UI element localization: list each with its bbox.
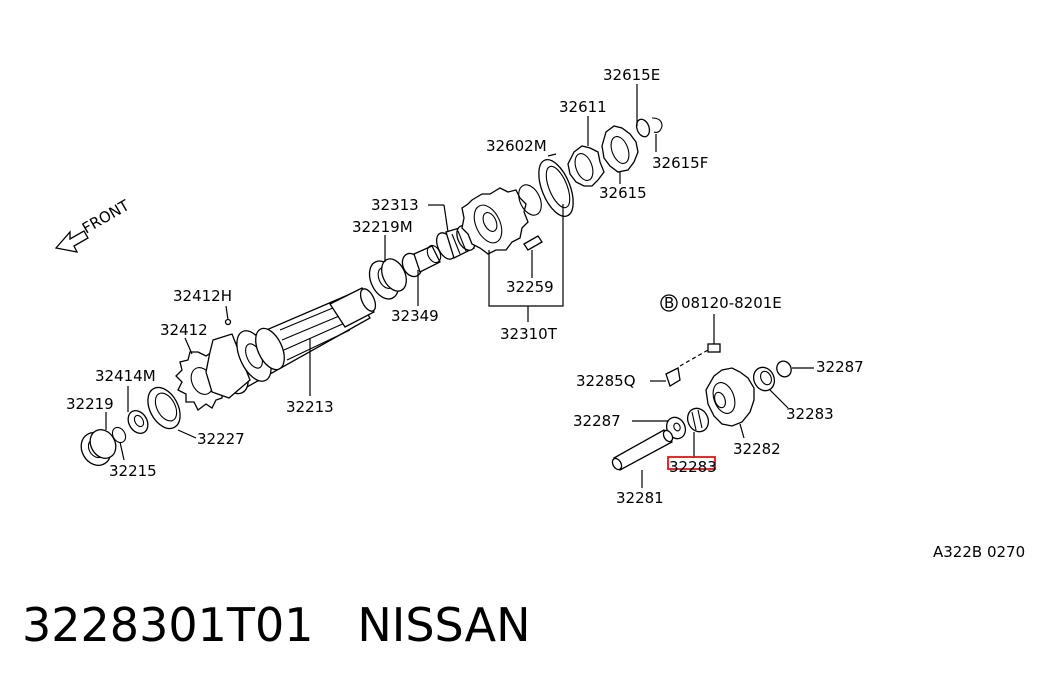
label-32283-left: 32283: [669, 458, 717, 476]
label-32615F: 32615F: [652, 154, 708, 172]
label-32213: 32213: [286, 398, 334, 416]
label-32310T: 32310T: [500, 325, 558, 343]
part-32219M-bearing: [368, 258, 407, 300]
label-32287-right: 32287: [816, 358, 864, 376]
part-32349-spacer: [401, 244, 442, 278]
part-32310T-gear: [461, 184, 542, 255]
highlight-box: [667, 456, 716, 470]
bolt-symbol-letter: B: [664, 294, 674, 312]
part-32213-main-shaft: [205, 287, 377, 399]
part-32282-counter-gear: [705, 367, 755, 427]
label-32602M: 32602M: [486, 137, 547, 155]
part-32602M-ring: [538, 159, 574, 217]
part-32313-needle-bearing: [435, 225, 476, 260]
label-32259: 32259: [506, 278, 554, 296]
label-32412H: 32412H: [173, 287, 232, 305]
label-32313: 32313: [371, 196, 419, 214]
part-32285Q-plate: [665, 367, 681, 387]
label-32287-left: 32287: [573, 412, 621, 430]
part-32259-key: [523, 235, 543, 251]
label-32227: 32227: [197, 430, 245, 448]
part-32227-washer: [147, 386, 181, 430]
bolt-symbol-circle: [660, 294, 678, 312]
part-caption: 3228301T01 NISSAN: [22, 598, 530, 652]
part-32287-washer-right: [776, 360, 792, 378]
label-32285Q: 32285Q: [576, 372, 636, 390]
part-32412H-pin: [224, 318, 232, 326]
label-32219M: 32219M: [352, 218, 413, 236]
part-32414M-spacer: [127, 410, 149, 434]
label-32283-right: 32283: [786, 405, 834, 423]
front-arrow-icon: [54, 230, 89, 253]
label-32349: 32349: [391, 307, 439, 325]
part-32611-synchro: [567, 145, 605, 187]
part-32219-bearing: [80, 429, 117, 466]
part-32615E-washer: [635, 118, 651, 138]
part-number: 3228301T01: [22, 598, 314, 652]
reference-code: A322B 0270: [933, 543, 1025, 561]
label-32615: 32615: [599, 184, 647, 202]
part-08120-bolt: [707, 314, 721, 353]
caption-gap: [314, 598, 358, 652]
part-32283-bearing-left: [686, 407, 710, 433]
label-32219: 32219: [66, 395, 114, 413]
part-32281-countershaft: [611, 429, 674, 471]
part-32283-bearing-right: [752, 366, 776, 392]
label-32215: 32215: [109, 462, 157, 480]
part-32615-gear: [601, 125, 639, 173]
label-32414M: 32414M: [95, 367, 156, 385]
label-32282: 32282: [733, 440, 781, 458]
label-32611: 32611: [559, 98, 607, 116]
front-label: FRONT: [79, 196, 133, 238]
brand-name: NISSAN: [357, 598, 531, 652]
label-08120-8201E: 08120-8201E: [681, 294, 782, 312]
part-32615F-snap-ring: [651, 117, 663, 133]
label-32281: 32281: [616, 489, 664, 507]
label-32615E: 32615E: [603, 66, 660, 84]
part-32215-snap-ring: [111, 426, 127, 444]
label-32412: 32412: [160, 321, 208, 339]
